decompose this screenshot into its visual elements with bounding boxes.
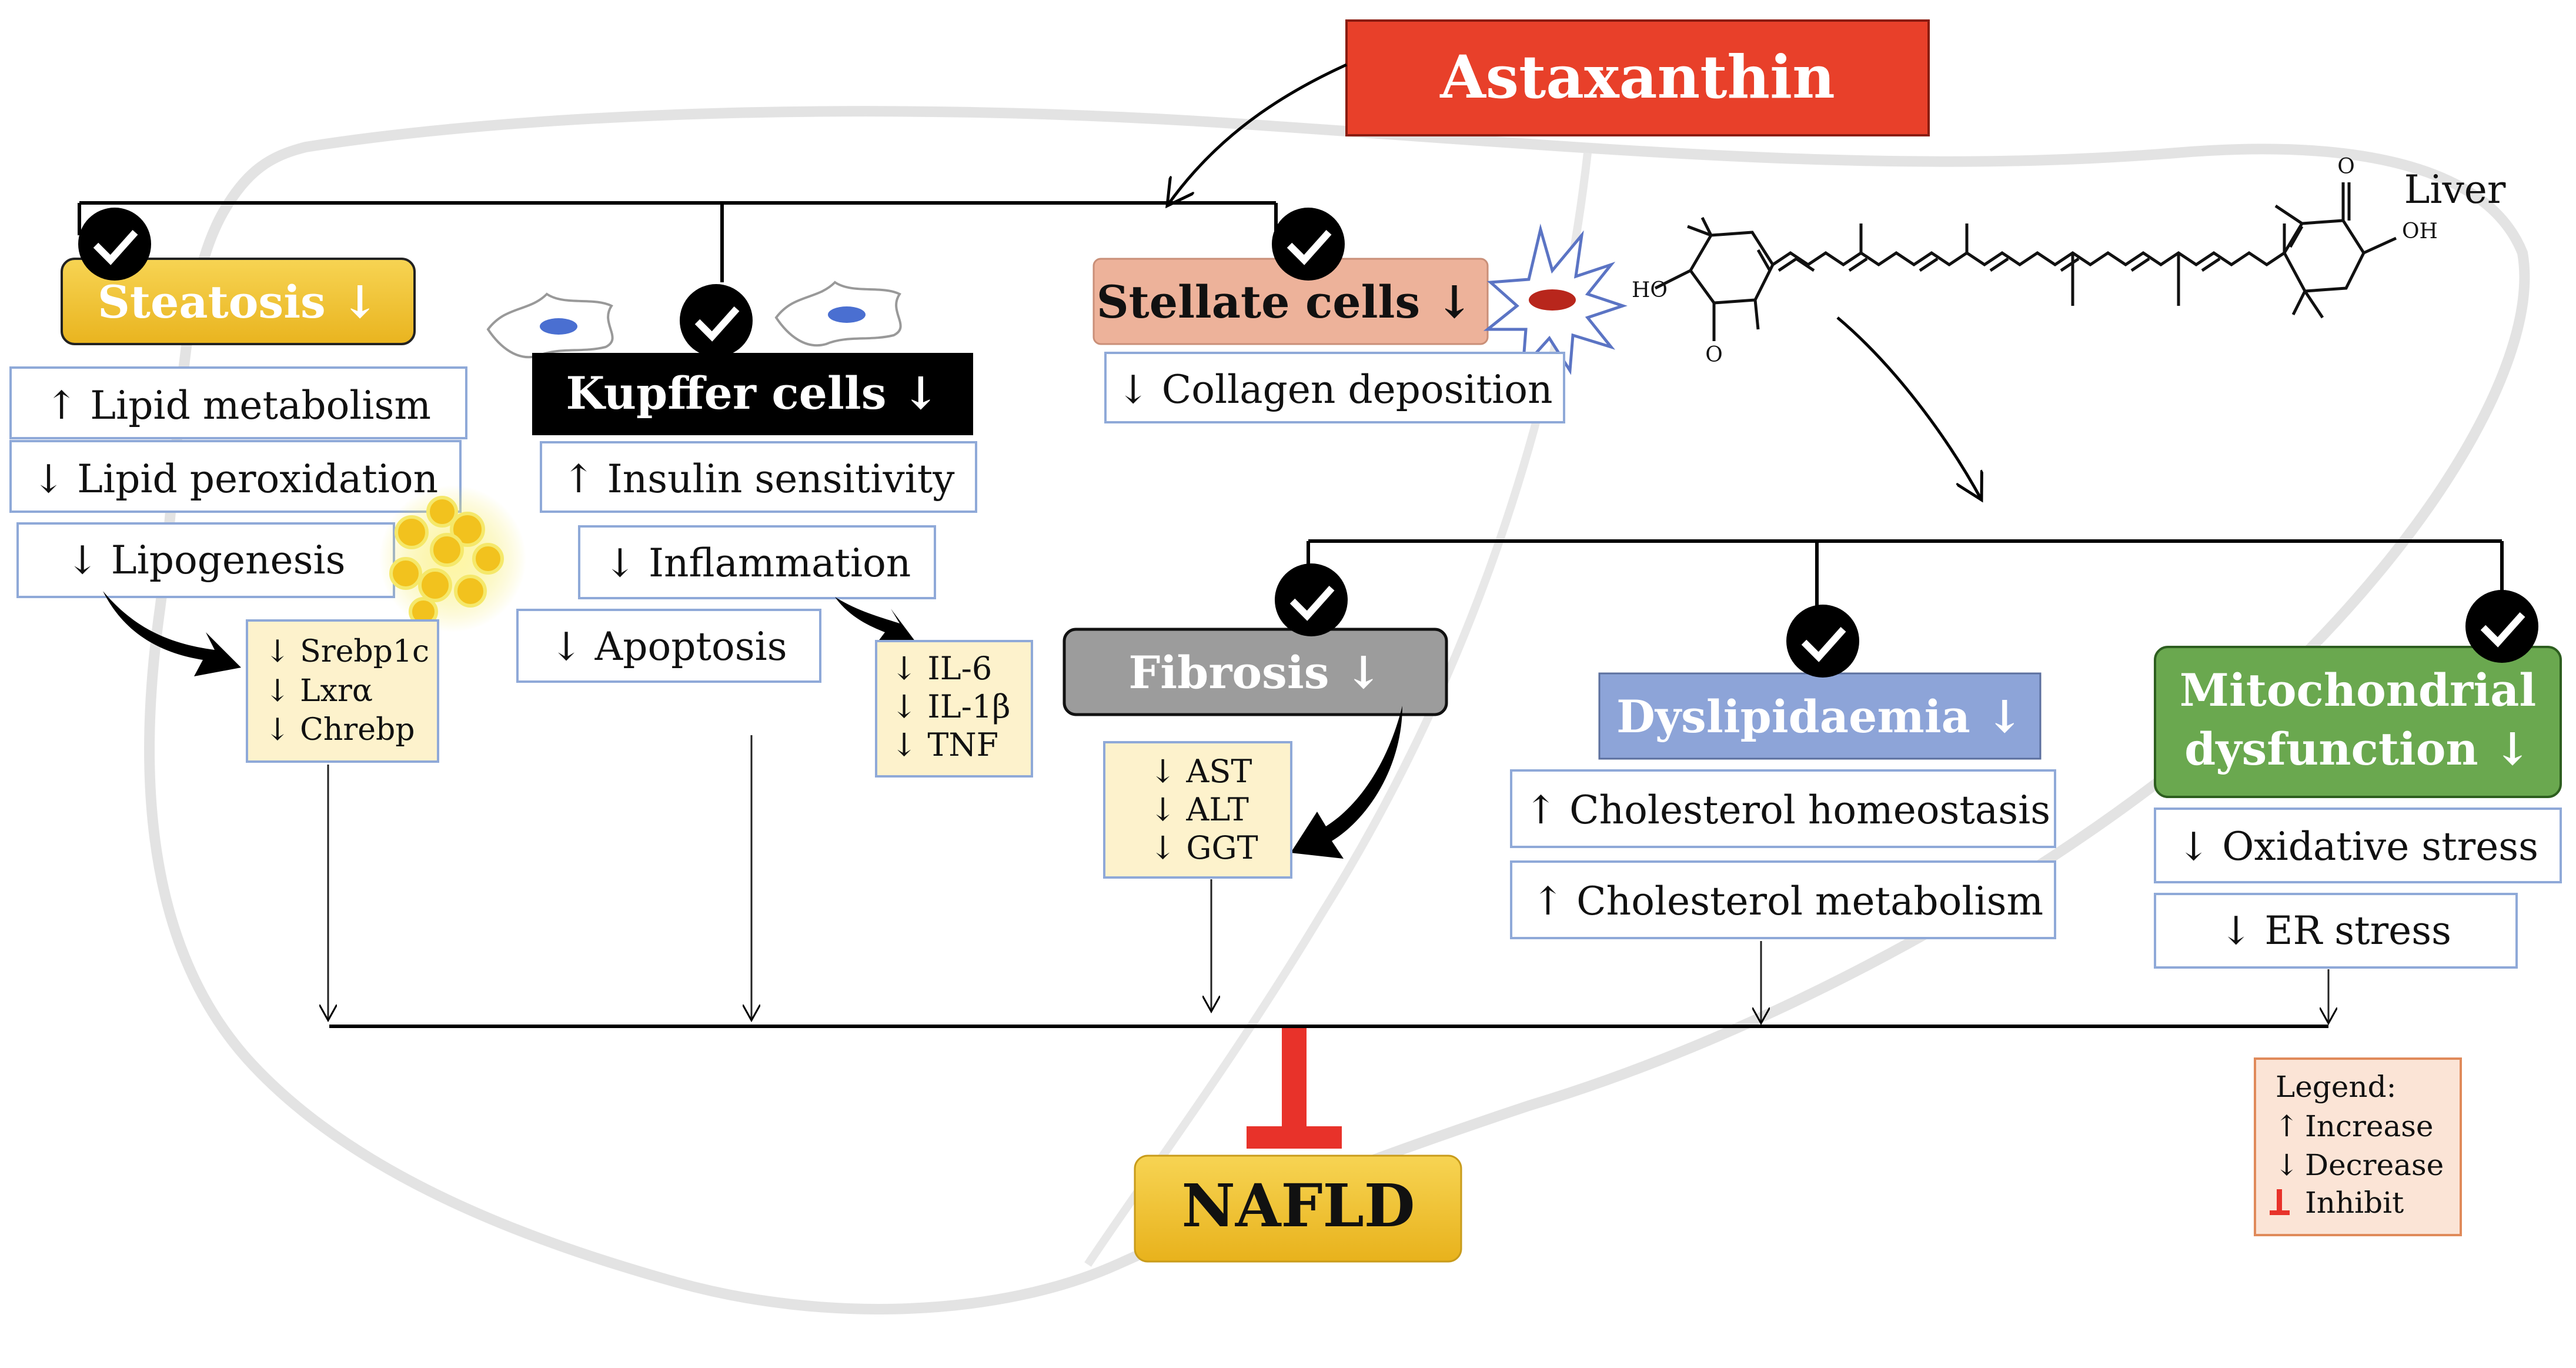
gene-item: ↓ Srebp1c xyxy=(265,634,429,669)
molecule-label: HO xyxy=(1632,278,1668,302)
kupffer-effect-box xyxy=(540,441,977,513)
kupffer-effect: ↓ Apoptosis xyxy=(550,624,787,669)
mitochondrial-effect-box xyxy=(2154,893,2518,969)
dyslipidaemia-effect: ↑ Cholesterol homeostasis xyxy=(1525,788,2050,833)
lipogenesis-to-genes-arrow xyxy=(103,591,241,676)
dyslipidaemia-effect-box xyxy=(1510,769,2056,848)
nafld-label: NAFLD xyxy=(1181,1171,1415,1240)
mitochondrial-header xyxy=(2154,646,2562,798)
liver-outline xyxy=(144,106,2530,1314)
kupffer-header xyxy=(532,353,973,435)
marker-item: ↓ ALT xyxy=(1150,791,1249,828)
stellate-effect: ↓ Collagen deposition xyxy=(1117,367,1552,412)
fibrosis-header xyxy=(1063,628,1448,716)
steatosis-header xyxy=(61,258,416,345)
astaxanthin-box xyxy=(1345,19,1930,136)
check-icon xyxy=(680,284,753,357)
molecule-arrow xyxy=(1836,316,1982,500)
check-icon xyxy=(78,208,151,281)
mitochondrial-effect: ↓ ER stress xyxy=(2220,908,2451,953)
steatosis-header-label: Steatosis ↓ xyxy=(98,276,379,328)
steatosis-effect-box xyxy=(9,366,467,439)
kupffer-cell-icon xyxy=(486,292,614,359)
fibrosis-header-label: Fibrosis ↓ xyxy=(1128,646,1382,699)
legend-title: Legend: xyxy=(2276,1070,2396,1104)
fibrosis-to-markers-arrow xyxy=(1291,706,1402,859)
mitochondrial-header-label: dysfunction ↓ xyxy=(2184,723,2531,775)
legend-label: Inhibit xyxy=(2305,1186,2404,1220)
gene-item: ↓ Lxrα xyxy=(265,673,373,709)
steatosis-effect-box xyxy=(16,522,395,598)
cytokine-item: ↓ TNF xyxy=(891,726,998,763)
check-icon xyxy=(2465,590,2538,663)
nafld-box xyxy=(1134,1155,1462,1263)
steatosis-effect: ↓ Lipid peroxidation xyxy=(32,456,438,502)
stellate-effect-box xyxy=(1104,352,1565,423)
gene-box xyxy=(246,619,439,763)
cytokine-box xyxy=(875,640,1033,778)
dyslipidaemia-effect: ↑ Cholesterol metabolism xyxy=(1532,879,2043,924)
dyslipidaemia-header-label: Dyslipidaemia ↓ xyxy=(1616,690,2023,743)
steatosis-effect-box xyxy=(9,440,462,513)
check-icon xyxy=(1272,208,1345,281)
kupffer-effect-box xyxy=(578,525,936,599)
cytokine-item: ↓ IL-6 xyxy=(891,650,992,687)
marker-item: ↓ AST xyxy=(1150,753,1252,790)
legend-label: Increase xyxy=(2305,1109,2434,1143)
steatosis-effect: ↓ Lipogenesis xyxy=(66,538,346,583)
legend-symbol: ↑ xyxy=(2274,1109,2299,1143)
molecule-label: O xyxy=(1705,343,1723,367)
legend-label: Decrease xyxy=(2305,1148,2444,1182)
kupffer-effect: ↓ Inflammation xyxy=(604,540,911,586)
mitochondrial-header-label: Mitochondrial xyxy=(2180,664,2536,716)
marker-box xyxy=(1103,741,1292,879)
check-icon xyxy=(1786,605,1859,678)
mitochondrial-effect: ↓ Oxidative stress xyxy=(2177,824,2538,869)
kupffer-effect: ↑ Insulin sensitivity xyxy=(562,456,955,502)
mitochondrial-effect-box xyxy=(2154,808,2562,883)
kupffer-cell-icon xyxy=(774,281,902,347)
steatosis-effect: ↑ Lipid metabolism xyxy=(45,383,431,428)
astaxanthin-molecule-icon xyxy=(1654,182,2397,341)
molecule-label: OH xyxy=(2402,219,2438,243)
molecule-label: O xyxy=(2337,155,2355,179)
legend-inhibit-icon xyxy=(2270,1189,2290,1215)
cytokine-item: ↓ IL-1β xyxy=(891,688,1010,725)
inflammation-to-cytokines-arrow xyxy=(835,597,917,644)
dyslipidaemia-header xyxy=(1598,672,2042,760)
liver-label: Liver xyxy=(2404,167,2506,212)
marker-item: ↓ GGT xyxy=(1150,829,1258,866)
convergence-arrows xyxy=(328,735,2328,1023)
stellate-header-label: Stellate cells ↓ xyxy=(1097,276,1474,328)
inhibit-symbol xyxy=(1247,1028,1342,1149)
kupffer-header-label: Kupffer cells ↓ xyxy=(566,367,939,419)
dyslipidaemia-effect-box xyxy=(1510,860,2056,939)
legend-symbol: ↓ xyxy=(2274,1148,2299,1182)
legend-box xyxy=(2254,1057,2462,1236)
gene-item: ↓ Chrebp xyxy=(265,712,415,748)
lipid-droplets-icon xyxy=(379,485,526,632)
astaxanthin-title: Astaxanthin xyxy=(1439,42,1835,112)
astaxanthin-arrow xyxy=(1167,63,1348,206)
stellate-cell-icon xyxy=(1483,223,1628,375)
check-icon xyxy=(1275,563,1348,636)
kupffer-effect-box xyxy=(516,609,821,683)
